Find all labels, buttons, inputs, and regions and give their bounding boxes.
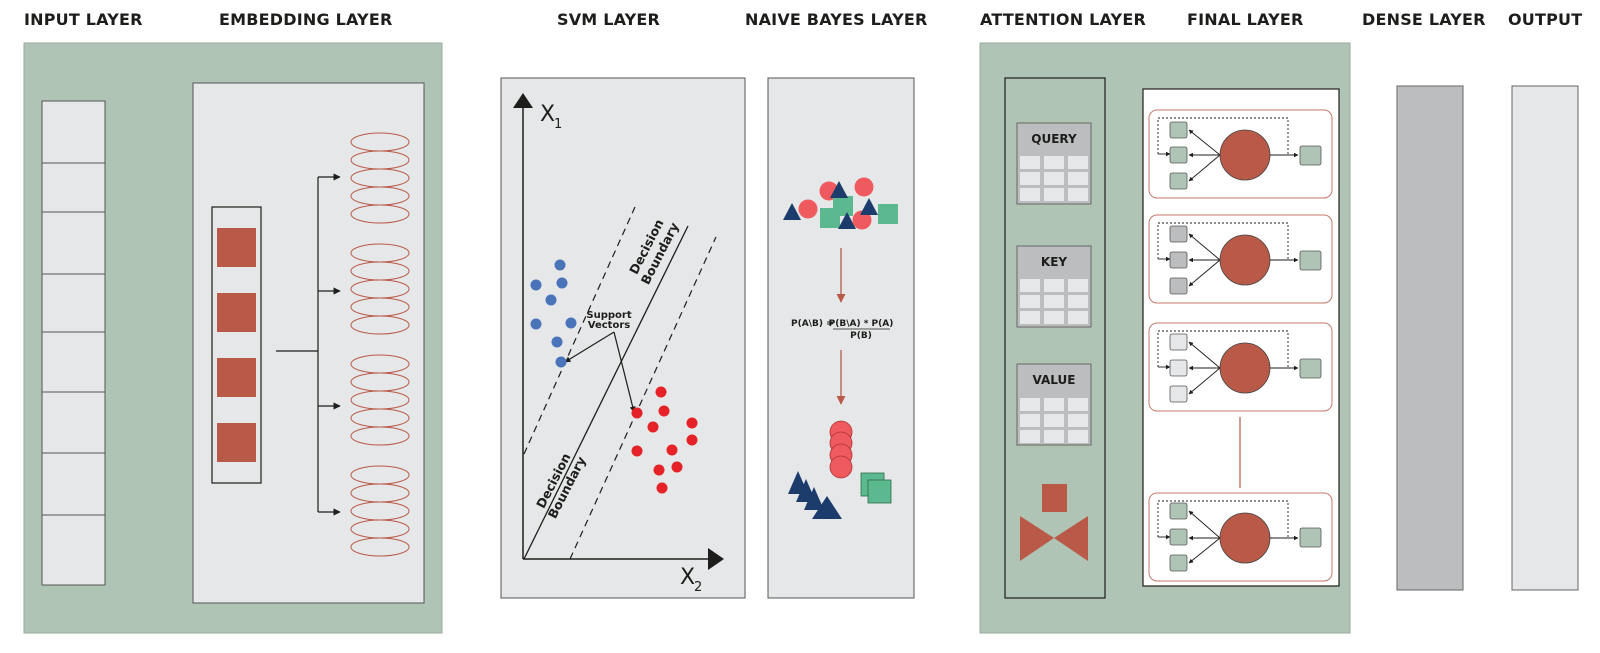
classified-circles (829, 420, 853, 479)
token-vector (211, 206, 262, 484)
naive-bayes-layer-header: NAIVE BAYES LAYER (745, 10, 928, 29)
final-block-3 (1148, 322, 1333, 412)
dense-layer-bar (1396, 85, 1464, 591)
red-class-points (631, 386, 698, 494)
dense-layer-header: DENSE LAYER (1362, 10, 1486, 29)
decision-boundary (523, 225, 689, 560)
attention-layer-header: ATTENTION LAYER (980, 10, 1146, 29)
final-block-2 (1148, 214, 1333, 304)
query-matrix (1016, 122, 1092, 205)
x-axis-subscript: 2 (694, 580, 702, 595)
value-label: VALUE (1032, 373, 1076, 387)
y-axis-arrow (513, 93, 533, 108)
classified-squares (860, 472, 892, 504)
attention-column (1004, 77, 1106, 599)
final-layer-header: FINAL LAYER (1187, 10, 1304, 29)
output-bar (1511, 85, 1579, 591)
input-embedding-panel (23, 42, 443, 634)
svg-text:P(B\A) * P(A): P(B\A) * P(A) (829, 319, 894, 329)
query-label: QUERY (1031, 132, 1077, 146)
y-axis-subscript: 1 (554, 117, 562, 132)
margin-line-lower (569, 236, 717, 560)
embedding-vectors (350, 132, 410, 557)
embedding-layer-header: EMBEDDING LAYER (219, 10, 393, 29)
blue-class-points (530, 259, 577, 368)
output-header: OUTPUT (1508, 10, 1583, 29)
support-vectors-label-2: Vectors (588, 320, 630, 331)
final-block-1 (1148, 109, 1333, 199)
mixed-samples (783, 177, 898, 230)
final-block-4 (1148, 492, 1333, 582)
embedding-box (192, 82, 425, 604)
attention-final-panel (979, 42, 1351, 634)
classified-triangles (788, 471, 842, 519)
input-cells (41, 100, 106, 586)
naive-bayes-panel: P(A\B) = P(B\A) * P(A) P(B) (767, 77, 915, 599)
x-axis-arrow (708, 548, 724, 570)
margin-line-upper (523, 206, 636, 455)
svg-text:P(A\B) =: P(A\B) = (791, 319, 834, 329)
key-label: KEY (1040, 255, 1068, 269)
svg-text:P(B): P(B) (850, 331, 872, 341)
support-vectors-label: Support (586, 310, 631, 321)
key-matrix (1016, 245, 1092, 328)
svm-layer-header: SVM LAYER (557, 10, 661, 29)
embedding-arrows (276, 173, 341, 516)
x-axis-label: X (680, 565, 695, 590)
input-layer-header: INPUT LAYER (24, 10, 143, 29)
value-matrix (1016, 363, 1092, 446)
svm-panel: X 1 X 2 Decision Boundary Decision Bound… (500, 77, 746, 599)
y-axis-label: X (540, 102, 555, 127)
bayes-formula: P(A\B) = P(B\A) * P(A) P(B) (791, 319, 893, 341)
attention-icon (1020, 484, 1088, 561)
